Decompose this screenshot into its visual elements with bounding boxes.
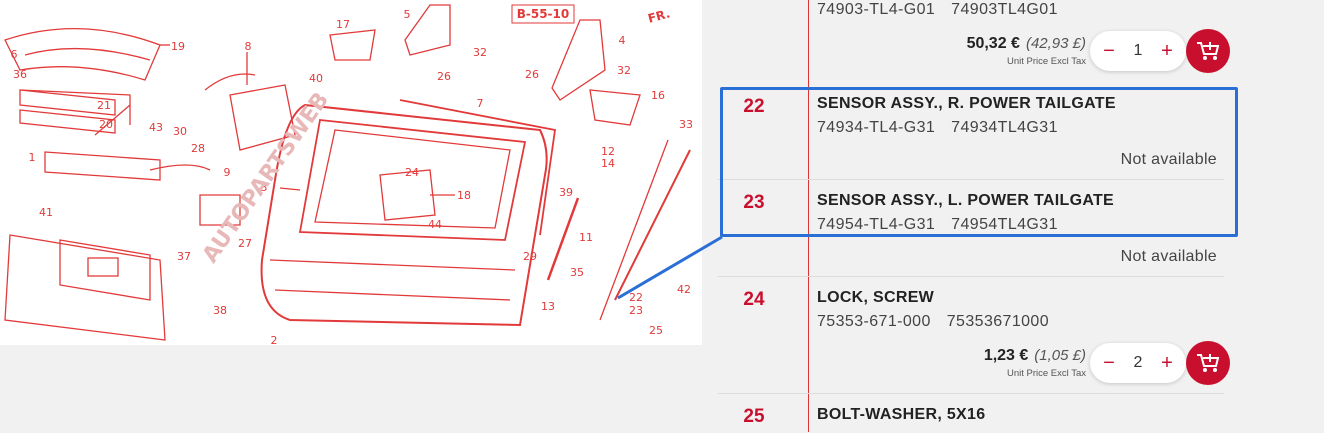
part-name: SENSOR ASSY., R. POWER TAILGATE [817, 95, 1116, 112]
price-gbp: (1,05 £) [1034, 347, 1086, 364]
quantity-value[interactable]: 2 [1133, 354, 1143, 371]
svg-text:23: 23 [629, 304, 643, 317]
svg-text:38: 38 [213, 304, 227, 317]
minus-icon[interactable]: − [1103, 351, 1115, 374]
diagram-ref-label: B-55-10 [517, 7, 570, 21]
availability-status: Not available [1120, 151, 1217, 168]
svg-text:2: 2 [271, 334, 278, 345]
svg-text:41: 41 [39, 206, 53, 219]
availability-status: Not available [1120, 248, 1217, 265]
svg-text:1: 1 [29, 151, 36, 164]
svg-text:14: 14 [601, 157, 615, 170]
svg-text:3: 3 [261, 181, 268, 194]
svg-text:39: 39 [559, 186, 573, 199]
svg-text:29: 29 [523, 250, 537, 263]
price-eur: 1,23 € [983, 347, 1029, 364]
svg-text:26: 26 [525, 68, 539, 81]
part-number: 22 [743, 96, 765, 117]
svg-text:32: 32 [473, 46, 487, 59]
quantity-value[interactable]: 1 [1133, 42, 1143, 59]
part-number: 24 [743, 289, 765, 310]
svg-text:8: 8 [245, 40, 252, 53]
add-to-cart-button[interactable] [1186, 29, 1230, 73]
column-divider [808, 0, 809, 432]
svg-text:25: 25 [649, 324, 663, 337]
svg-text:7: 7 [477, 97, 484, 110]
svg-text:40: 40 [309, 72, 323, 85]
svg-text:6: 6 [11, 48, 18, 61]
svg-text:43: 43 [149, 121, 163, 134]
quantity-stepper[interactable]: − 1 + [1090, 31, 1186, 71]
svg-text:21: 21 [97, 99, 111, 112]
add-to-cart-icon [1197, 354, 1220, 372]
price-block: 50,32 € (42,93 £) Unit Price Excl Tax [967, 35, 1086, 67]
price-eur: 50,32 € [966, 35, 1020, 52]
svg-text:26: 26 [437, 70, 451, 83]
svg-text:4: 4 [619, 34, 626, 47]
svg-text:27: 27 [238, 237, 252, 250]
direction-label: FR. [646, 6, 671, 25]
svg-text:28: 28 [191, 142, 205, 155]
price-block: 1,23 € (1,05 £) Unit Price Excl Tax [984, 347, 1086, 379]
part-row-25: 25 BOLT-WASHER, 5X16 [718, 393, 1224, 433]
svg-text:18: 18 [457, 189, 471, 202]
minus-icon[interactable]: − [1103, 39, 1115, 62]
svg-text:11: 11 [579, 231, 593, 244]
add-to-cart-icon [1197, 42, 1220, 60]
svg-text:9: 9 [224, 166, 231, 179]
svg-text:17: 17 [336, 18, 350, 31]
part-name: LOCK, SCREW [817, 289, 935, 306]
part-name: BOLT-WASHER, 5X16 [817, 406, 986, 423]
part-row-22: 22 SENSOR ASSY., R. POWER TAILGATE 74934… [718, 87, 1224, 179]
quantity-stepper[interactable]: − 2 + [1090, 343, 1186, 383]
part-name: SENSOR ASSY., L. POWER TAILGATE [817, 192, 1115, 209]
part-row-23: 23 SENSOR ASSY., L. POWER TAILGATE 74954… [718, 179, 1224, 276]
svg-text:36: 36 [13, 68, 27, 81]
svg-text:5: 5 [404, 8, 411, 21]
part-number: 23 [743, 192, 765, 213]
unit-price-label: Unit Price Excl Tax [1006, 56, 1086, 67]
highlight-box [720, 87, 1238, 237]
svg-text:42: 42 [677, 283, 691, 296]
svg-text:30: 30 [173, 125, 187, 138]
price-gbp: (42,93 £) [1025, 35, 1086, 52]
svg-text:16: 16 [651, 89, 665, 102]
svg-text:22: 22 [629, 291, 643, 304]
svg-text:44: 44 [428, 218, 442, 231]
add-to-cart-button[interactable] [1186, 341, 1230, 385]
svg-text:32: 32 [617, 64, 631, 77]
svg-text:24: 24 [405, 166, 419, 179]
svg-text:20: 20 [99, 118, 113, 131]
svg-text:33: 33 [679, 118, 693, 131]
svg-text:12: 12 [601, 145, 615, 158]
svg-text:35: 35 [570, 266, 584, 279]
svg-text:19: 19 [171, 40, 185, 53]
svg-text:13: 13 [541, 300, 555, 313]
svg-text:37: 37 [177, 250, 191, 263]
unit-price-label: Unit Price Excl Tax [1006, 368, 1086, 379]
part-number: 25 [743, 406, 765, 427]
plus-icon[interactable]: + [1161, 351, 1173, 374]
plus-icon[interactable]: + [1161, 39, 1173, 62]
